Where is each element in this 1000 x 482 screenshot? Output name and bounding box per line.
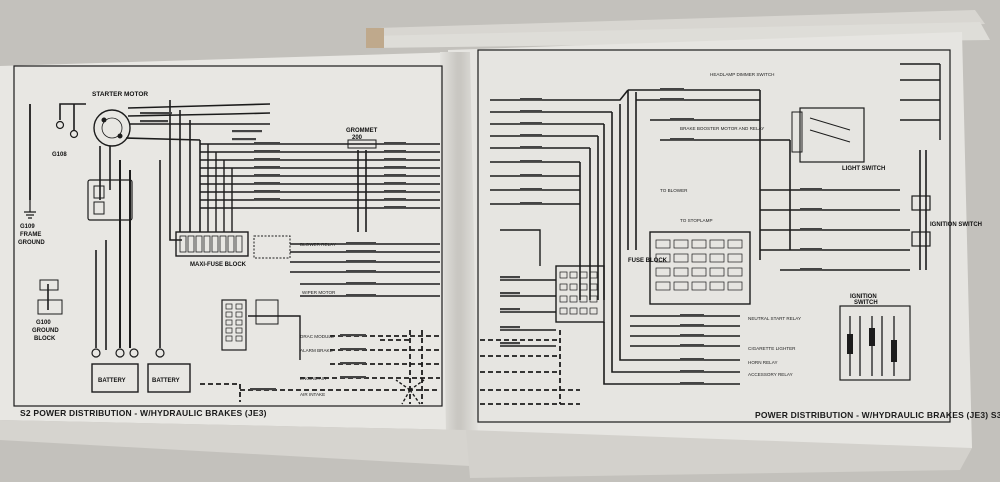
switch-label: SWITCH [854,300,878,306]
neutral-start-relay-label: NEUTRAL START RELAY [748,316,801,321]
engine-air-label: ENGINE AIR [300,376,327,381]
right-page-footer: POWER DISTRIBUTION - W/HYDRAULIC BRAKES … [755,410,1000,420]
accessory-relay-label: ACCESSORY RELAY [748,372,793,377]
grommet-label: GROMMET [346,128,378,134]
brake-booster-label: BRAKE BOOSTER MOTOR AND RELAY [680,126,764,131]
g108-label: G108 [52,152,67,158]
g109-label: G109 [20,224,35,230]
headlamp-dimmer-switch-label: HEADLAMP DIMMER SWITCH [710,72,775,77]
ground-label: GROUND [18,240,45,246]
to-stoplamp-label: TO STOPLAMP [680,218,713,223]
ground-block-label-1: GROUND [32,328,59,334]
maxi-fuse-block-label: MAXI-FUSE BLOCK [190,262,247,268]
to-blower-label: TO BLOWER [660,188,688,193]
binding-tab [366,28,384,48]
fuse-block-label: FUSE BLOCK [628,258,668,264]
alarm-brake-label: ALARM BRAKE [300,348,333,353]
left-page-footer: S2 POWER DISTRIBUTION - W/HYDRAULIC BRAK… [20,408,267,418]
right-diagram [480,63,941,405]
g100-label: G100 [36,320,51,326]
battery-label-1: BATTERY [98,378,126,384]
diagram-small-labels [140,88,822,391]
air-intake-label: AIR INTAKE [300,392,325,397]
left-page [0,52,466,430]
drac-module-label: DRAC MODULE [300,334,334,339]
ground-block-label-2: BLOCK [34,336,56,342]
battery-label-2: BATTERY [152,378,180,384]
blower-relay-label: BLOWER RELAY [300,242,336,247]
grommet-number: 200 [352,135,363,141]
light-switch-label: LIGHT SWITCH [842,166,885,172]
starter-motor-label: STARTER MOTOR [92,91,148,98]
ignition-switch-label: IGNITION SWITCH [930,222,982,228]
wiper-motor-label: WIPER MOTOR [302,290,336,295]
cigarette-lighter-label: CIGARETTE LIGHTER [748,346,796,351]
frame-label: FRAME [20,232,41,238]
ignition-label: IGNITION [850,294,877,300]
left-diagram [24,100,440,405]
horn-relay-label: HORN RELAY [748,360,778,365]
